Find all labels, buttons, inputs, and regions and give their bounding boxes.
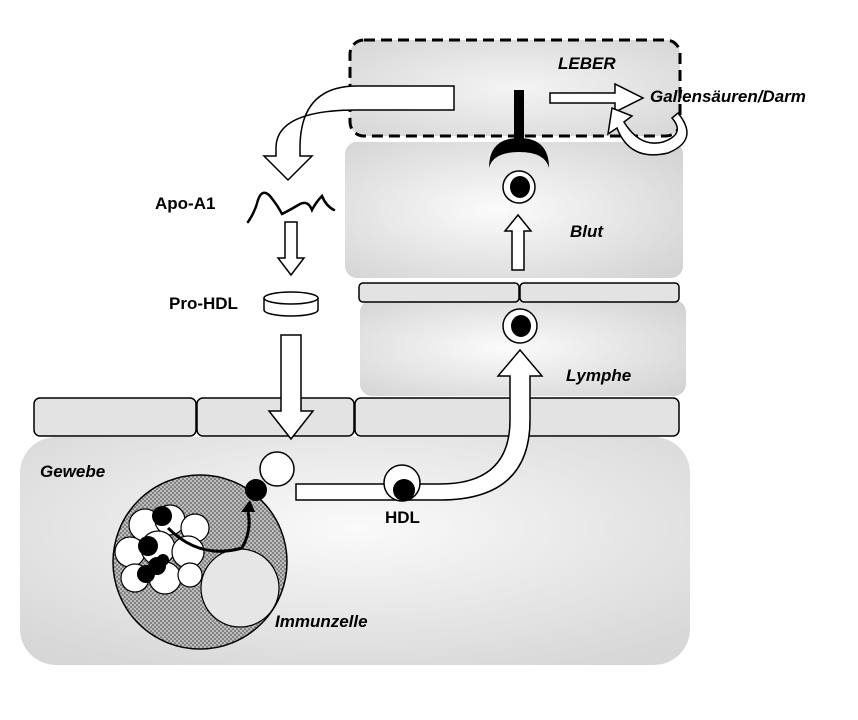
hdl-particle-icon <box>511 315 531 337</box>
block-arrow-icon <box>295 348 544 501</box>
bile-acids-label: Gallensäuren/Darm <box>650 87 806 106</box>
liver-label: LEBER <box>558 54 616 73</box>
pro-hdl-label: Pro-HDL <box>169 294 238 313</box>
tissue-label: Gewebe <box>40 462 106 481</box>
block-arrow-icon <box>262 85 455 182</box>
apo-a1-label: Apo-A1 <box>155 194 216 213</box>
lymph-label: Lymphe <box>566 366 632 385</box>
block-arrow-icon <box>503 213 533 271</box>
blood-label: Blut <box>570 222 604 241</box>
apo-a1-strand-icon <box>246 191 336 224</box>
barrier-cell <box>519 282 680 303</box>
barrier-cell <box>33 397 197 437</box>
hdl-particle-icon <box>259 451 295 487</box>
immune-cell-label: Immunzelle <box>275 612 368 631</box>
block-arrow-icon <box>267 334 315 441</box>
barrier-cell <box>358 282 520 303</box>
barrier-cells-top <box>358 282 680 303</box>
disc-icon <box>263 291 319 317</box>
immune-cell-icon <box>112 474 288 650</box>
lymph-region <box>360 300 686 396</box>
hdl-particle-icon <box>393 479 415 501</box>
receptor-icon <box>514 90 524 145</box>
block-arrow-icon <box>549 82 645 114</box>
block-arrow-icon <box>606 106 688 156</box>
block-arrow-icon <box>276 221 306 277</box>
barrier-cells-bottom <box>33 397 680 437</box>
receptor-icon <box>489 138 549 168</box>
blood-region <box>345 142 683 278</box>
hdl-label: HDL <box>385 508 420 527</box>
hdl-particle-icon <box>510 176 530 198</box>
